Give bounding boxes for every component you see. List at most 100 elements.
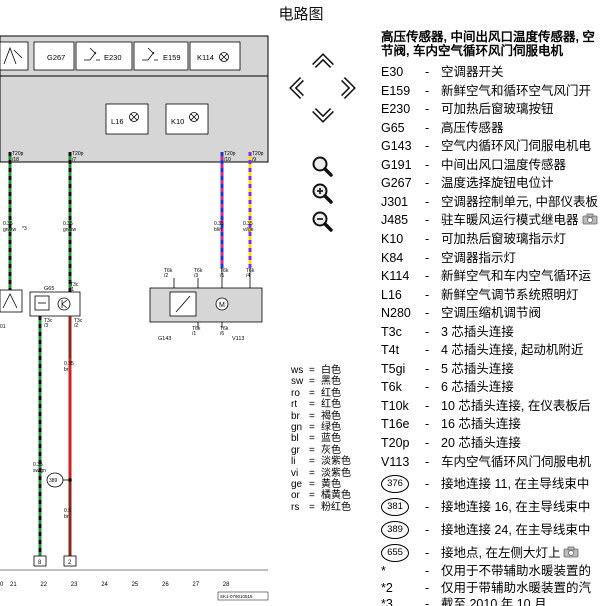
svg-text:br: br: [64, 367, 69, 373]
legend-equals: =: [309, 376, 315, 388]
separator: -: [425, 231, 430, 246]
component-code: T3c: [381, 324, 402, 339]
component-row: T10k-10 芯插头连接, 在仪表板后: [381, 397, 590, 416]
relay-box-k114: K114: [189, 41, 241, 71]
axis-number: 26: [162, 582, 169, 588]
circuit-diagram: G267 E230 E159 K114 L16 K10 T20p /18 T20…: [0, 35, 269, 601]
legend-name: 淡紫色: [321, 467, 351, 479]
svg-text:0: 0: [0, 582, 4, 588]
relay-label-k114: K114: [197, 53, 214, 62]
note-code: *3: [381, 597, 393, 606]
component-row: T5gi-5 芯插头连接: [381, 360, 514, 379]
component-code: N280: [381, 306, 411, 321]
svg-text:/4: /4: [246, 273, 250, 279]
separator: -: [425, 83, 430, 98]
component-code: J485: [381, 213, 409, 228]
relay-box-left: [0, 41, 29, 71]
legend-item: or=橘黄色: [291, 490, 351, 501]
component-desc: 16 芯插头连接: [441, 417, 521, 432]
legend-item: br=褐色: [291, 411, 341, 422]
legend-equals: =: [309, 444, 315, 456]
g65-label: G65: [44, 286, 54, 292]
component-desc: 6 芯插头连接: [441, 380, 514, 395]
wire-label: bl/rt: [214, 227, 223, 233]
note-code: *2: [381, 580, 393, 595]
pin-label: /7: [72, 157, 76, 163]
zoom-fit-icon[interactable]: [312, 156, 333, 177]
motor-label-v113: V113: [232, 336, 244, 342]
camera-icon[interactable]: [582, 212, 598, 231]
component-desc: 高压传感器: [441, 120, 504, 135]
viewer-controls: [286, 50, 358, 232]
separator: -: [425, 564, 430, 579]
legend-equals: =: [309, 456, 315, 468]
separator: -: [425, 120, 430, 135]
chevron-down-icon[interactable]: [310, 104, 336, 126]
legend-item: sw=黑色: [291, 376, 341, 387]
legend-name: 白色: [321, 365, 341, 376]
separator: -: [425, 65, 430, 79]
component-desc: 空调器指示灯: [441, 250, 517, 265]
svg-text:/6: /6: [220, 331, 224, 337]
page-title: 电路图: [278, 6, 324, 23]
axis-number: 23: [71, 582, 78, 588]
bottom-connectors: 8 2: [33, 555, 77, 567]
svg-text:br: br: [64, 514, 69, 520]
separator: -: [425, 139, 430, 154]
component-row: T20p-20 芯插头连接: [381, 434, 521, 453]
svg-text:0.5: 0.5: [64, 508, 71, 514]
legend-equals: =: [309, 501, 315, 513]
component-row: K84-空调器指示灯: [381, 249, 516, 268]
zoom-in-icon[interactable]: [312, 183, 333, 204]
legend-name: 蓝色: [321, 433, 341, 445]
axis-number: 22: [40, 582, 47, 588]
ground-number: 389: [381, 520, 409, 539]
component-code: T6k: [381, 380, 402, 395]
axis-number: 25: [132, 582, 139, 588]
svg-text:T6k: T6k: [220, 268, 229, 274]
component-code: E230: [381, 102, 411, 117]
separator: -: [425, 194, 430, 209]
legend-name: 红色: [321, 399, 341, 411]
note-desc: 截至 2010 年 10 月: [441, 597, 547, 606]
chevron-left-icon[interactable]: [286, 74, 310, 100]
ground-389-symbol: 389: [46, 472, 72, 488]
axis-number: 27: [192, 582, 199, 588]
wire-label: 0.35: [3, 221, 13, 227]
relay-box-g267: G267: [33, 41, 75, 71]
chevron-right-icon[interactable]: [336, 74, 358, 100]
chevron-up-icon[interactable]: [310, 50, 336, 72]
legend-item: ro=红色: [291, 388, 341, 399]
component-list-panel: 高压传感器, 中间出风口温度传感器, 空 节阀, 车内空气循环风门伺服电机 E3…: [381, 30, 602, 606]
note-row: *-仅用于不带辅助水暖装置的: [381, 563, 591, 580]
zoom-out-icon[interactable]: [312, 211, 333, 232]
component-desc: 温度选择旋钮电位计: [441, 176, 554, 191]
svg-text:0.35: 0.35: [33, 462, 43, 468]
relay-label-e230: E230: [104, 53, 122, 62]
component-code: V113: [381, 454, 410, 469]
component-box-left: 01: [0, 289, 23, 330]
component-row: J485-驻车暖风运行模式继电器: [381, 211, 598, 230]
lamp-box-l16: L16: [105, 103, 149, 135]
camera-icon[interactable]: [563, 543, 579, 565]
relay-box-e159: E159: [133, 41, 189, 71]
legend-item: rs=粉红色: [291, 502, 351, 513]
axis-number: 21: [10, 582, 17, 588]
wire-label: 0.35: [214, 221, 224, 227]
svg-text:T6k: T6k: [220, 326, 229, 332]
legend-name: 橘黄色: [321, 490, 351, 502]
component-row: T6k-6 芯插头连接: [381, 378, 514, 397]
component-desc: 20 芯插头连接: [441, 436, 521, 450]
separator: -: [425, 597, 430, 606]
separator: -: [425, 454, 430, 469]
legend-code: li: [291, 456, 296, 468]
component-row: K114-新鲜空气和车内空气循环运: [381, 267, 591, 286]
lamp-box-k10: K10: [165, 103, 209, 135]
legend-code: gr: [291, 444, 300, 456]
motor-assembly: T6k /2 T6k /3 T6k /5 T6k /4 T6k /1 T6k /…: [149, 268, 263, 342]
svg-text:sw/gn: sw/gn: [33, 468, 46, 474]
legend-name: 黄色: [321, 479, 341, 490]
svg-text:8: 8: [38, 560, 42, 566]
separator: -: [425, 213, 430, 228]
